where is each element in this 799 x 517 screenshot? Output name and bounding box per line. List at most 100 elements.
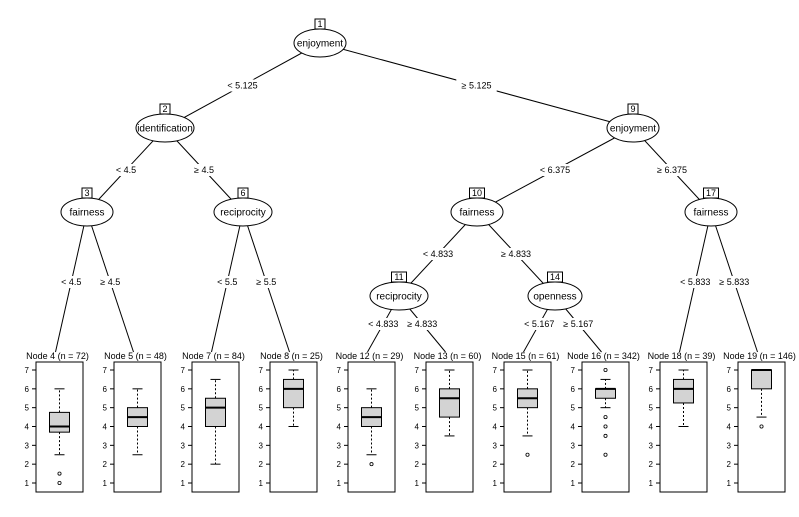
split-label: ≥ 6.375 xyxy=(657,165,687,175)
tick-label: 7 xyxy=(259,366,264,375)
split-label-background xyxy=(558,318,599,330)
tick-label: 7 xyxy=(337,366,342,375)
node-id-box xyxy=(237,187,249,199)
node-id-box xyxy=(159,103,171,115)
tick-label: 7 xyxy=(415,366,420,375)
node-variable-label: reciprocity xyxy=(220,208,266,219)
tick-label: 5 xyxy=(181,404,186,413)
split-label: ≥ 5.167 xyxy=(563,319,593,329)
node-id-box xyxy=(627,103,639,115)
node-id-box xyxy=(391,271,407,283)
node-id-box xyxy=(547,271,563,283)
split-label: ≥ 4.833 xyxy=(501,249,531,259)
tick-label: 1 xyxy=(337,479,342,488)
tick-label: 5 xyxy=(727,404,732,413)
tick-label: 3 xyxy=(181,441,186,450)
tick-label: 2 xyxy=(337,460,342,469)
node-variable-label: fairness xyxy=(69,208,104,219)
split-label: < 4.5 xyxy=(116,165,136,175)
tick-label: 7 xyxy=(181,366,186,375)
node-id-box xyxy=(81,187,93,199)
tick-label: 5 xyxy=(25,404,30,413)
split-label: < 5.125 xyxy=(227,81,257,91)
tick-label: 4 xyxy=(25,423,30,432)
box xyxy=(49,411,70,433)
split-label: ≥ 5.5 xyxy=(256,277,276,287)
split-label-background xyxy=(95,276,126,288)
outlier-point xyxy=(603,452,608,457)
tick-label: 1 xyxy=(727,479,732,488)
node-id-label: 11 xyxy=(394,272,403,282)
node-variable-label: enjoyment xyxy=(297,39,343,50)
split-label: < 5.167 xyxy=(524,319,554,329)
tick-label: 4 xyxy=(259,423,264,432)
tick-label: 4 xyxy=(493,423,498,432)
tick-label: 5 xyxy=(103,404,108,413)
split-label-background xyxy=(212,276,243,288)
tick-label: 4 xyxy=(181,423,186,432)
tick-label: 2 xyxy=(727,460,732,469)
split-label: < 4.5 xyxy=(61,277,81,287)
split-label: < 4.833 xyxy=(368,319,398,329)
tick-label: 7 xyxy=(727,366,732,375)
split-label: < 5.5 xyxy=(217,277,237,287)
tick-label: 2 xyxy=(415,460,420,469)
split-label-background xyxy=(222,79,263,92)
tick-label: 3 xyxy=(727,441,732,450)
inner-node: reciprocity 11 xyxy=(369,271,429,311)
tick-label: 1 xyxy=(415,479,420,488)
node-variable-label: fairness xyxy=(693,208,728,219)
tick-label: 3 xyxy=(337,441,342,450)
node-id-label: 3 xyxy=(84,188,89,198)
box xyxy=(205,397,226,427)
node-id-box xyxy=(469,187,485,199)
tick-label: 7 xyxy=(103,366,108,375)
node-variable-label: fairness xyxy=(459,208,494,219)
leaf-title: Node 7 (n = 84) xyxy=(182,351,245,361)
inner-nodes: enjoyment1identification2fairness3recipr… xyxy=(60,18,738,311)
box xyxy=(673,378,694,404)
outlier-point xyxy=(369,462,374,467)
box xyxy=(595,388,616,399)
tick-label: 6 xyxy=(337,385,342,394)
leaf-title: Node 4 (n = 72) xyxy=(26,351,89,361)
tick-label: 5 xyxy=(649,404,654,413)
tick-label: 2 xyxy=(181,460,186,469)
tick-label: 6 xyxy=(415,385,420,394)
tick-label: 7 xyxy=(571,366,576,375)
tick-label: 7 xyxy=(493,366,498,375)
split-label: < 5.833 xyxy=(680,277,710,287)
tick-label: 6 xyxy=(25,385,30,394)
outlier-point xyxy=(759,424,764,429)
inner-node: fairness 3 xyxy=(60,187,114,227)
outlier-point xyxy=(57,471,62,476)
split-label-background xyxy=(651,164,693,176)
node-id-label: 10 xyxy=(472,188,482,198)
split-label-background xyxy=(519,318,560,330)
tick-label: 6 xyxy=(181,385,186,394)
tick-label: 4 xyxy=(103,423,108,432)
tick-label: 2 xyxy=(571,460,576,469)
tick-label: 6 xyxy=(571,385,576,394)
tick-label: 1 xyxy=(649,479,654,488)
leaf-panel-frame xyxy=(503,361,552,493)
node-variable-label: reciprocity xyxy=(376,292,422,303)
tick-label: 3 xyxy=(649,441,654,450)
leaf-title: Node 16 (n = 342) xyxy=(567,351,640,361)
split-label: ≥ 5.125 xyxy=(462,81,492,91)
leaf-title: Node 15 (n = 61) xyxy=(492,351,560,361)
tick-label: 4 xyxy=(571,423,576,432)
tick-label: 1 xyxy=(25,479,30,488)
tick-label: 3 xyxy=(415,441,420,450)
